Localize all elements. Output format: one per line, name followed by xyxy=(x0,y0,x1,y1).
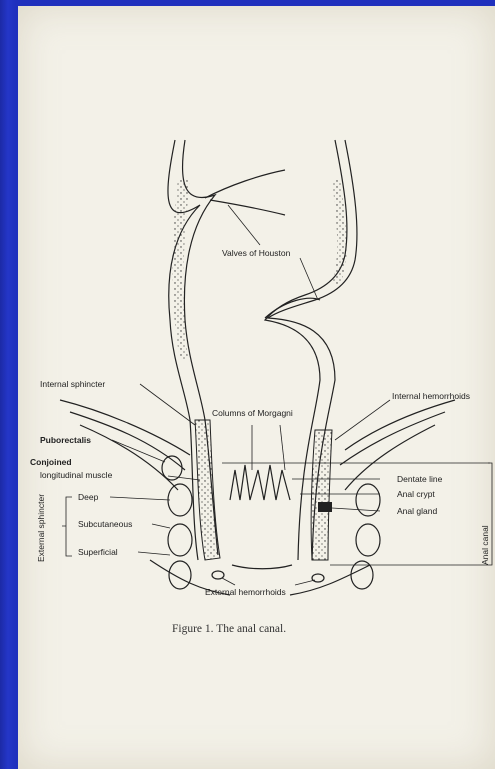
label-deep: Deep xyxy=(78,493,98,502)
label-internal-sphincter: Internal sphincter xyxy=(40,380,105,389)
label-columns-of-morgagni: Columns of Morgagni xyxy=(212,409,293,418)
label-anal-gland: Anal gland xyxy=(397,507,437,516)
figure-caption: Figure 1. The anal canal. xyxy=(172,623,286,635)
label-anal-crypt: Anal crypt xyxy=(397,490,435,499)
leader-subcutaneous xyxy=(152,524,170,528)
anal-gland-mark xyxy=(318,502,332,512)
label-valves-of-houston: Valves of Houston xyxy=(222,249,290,258)
leader-internal-hemorrhoids xyxy=(335,400,390,440)
leader-anal-gland xyxy=(332,508,380,511)
label-external-sphincter: External sphincter xyxy=(36,492,46,562)
leader-valves-1 xyxy=(228,205,260,245)
leader-ext-hemorrhoids-2 xyxy=(295,580,315,585)
label-external-hemorrhoids: External hemorrhoids xyxy=(205,588,286,597)
label-anal-canal: Anal canal xyxy=(480,485,490,565)
subcut-sphincter-right xyxy=(356,524,380,556)
valve-fold-upper xyxy=(205,170,285,215)
leader-ext-hemorrhoids-1 xyxy=(222,578,235,585)
leader-puborectalis xyxy=(112,440,165,462)
external-sphincter-bracket xyxy=(62,497,72,556)
superficial-sphincter-left xyxy=(169,561,191,589)
label-internal-hemorrhoids: Internal hemorrhoids xyxy=(392,392,495,401)
anal-canal-floor xyxy=(232,565,292,569)
label-conjoined: Conjoined xyxy=(30,458,72,467)
deep-sphincter-right xyxy=(356,484,380,516)
label-subcutaneous: Subcutaneous xyxy=(78,520,132,529)
perineum-right xyxy=(290,565,370,595)
internal-sphincter-right-band xyxy=(311,430,332,560)
label-longitudinal-muscle: longitudinal muscle xyxy=(40,471,112,480)
wall-stipple-left xyxy=(172,180,190,360)
label-superficial: Superficial xyxy=(78,548,118,557)
ext-hemorrhoid-right xyxy=(312,574,324,582)
subcut-sphincter-left xyxy=(168,524,192,556)
label-dentate-line: Dentate line xyxy=(397,475,442,484)
columns-lining xyxy=(230,465,290,500)
deep-sphincter-left xyxy=(168,484,192,516)
leader-superficial xyxy=(138,552,170,555)
leader-deep xyxy=(110,497,170,500)
label-puborectalis: Puborectalis xyxy=(40,436,91,445)
internal-sphincter-left-band xyxy=(195,420,220,560)
